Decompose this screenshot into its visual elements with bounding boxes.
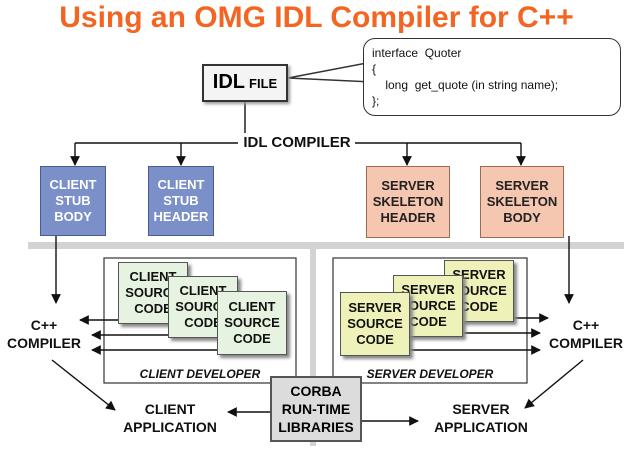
server-developer-label: SERVER DEVELOPER — [366, 367, 494, 381]
server-skeleton-header-box: SERVER SKELETON HEADER — [366, 166, 450, 238]
server-source-line-3: CODE — [356, 332, 394, 347]
server-source-line-1: SERVER — [401, 282, 455, 297]
server-cpp-line-2: COMPILER — [549, 335, 623, 351]
idl-code-callout: interface Quoter { long get_quote (in st… — [363, 38, 621, 116]
divider-band — [28, 242, 624, 249]
client-application-line-1: CLIENT — [144, 401, 196, 417]
client-stub-body-line-3: BODY — [54, 209, 92, 224]
corba-line-3: LIBRARIES — [278, 419, 354, 435]
idl-code-line-2: { — [372, 62, 377, 76]
idl-code-line-1: interface Quoter — [372, 46, 462, 60]
client-application-line-2: APPLICATION — [123, 419, 217, 435]
server-source-code-card: SERVER SOURCE CODE — [444, 260, 514, 322]
server-source-line-1: SERVER — [452, 267, 506, 282]
client-source-code-card: CLIENT SOURCE CODE — [217, 291, 287, 355]
page-title: Using an OMG IDL Compiler for C++ — [59, 1, 574, 34]
server-cpp-line-1: C++ — [572, 317, 600, 333]
client-source-line-3: CODE — [233, 331, 271, 346]
idl-file-main: IDL — [212, 71, 246, 93]
client-developer-label: CLIENT DEVELOPER — [139, 367, 261, 381]
idl-code-line-3: long get_quote (in string name); — [372, 78, 559, 92]
client-stub-header-line-2: STUB — [163, 193, 199, 208]
server-skeleton-body-line-3: BODY — [503, 210, 541, 225]
server-skeleton-header-line-2: SKELETON — [372, 194, 444, 209]
server-source-line-2: SOURCE — [451, 283, 507, 298]
server-source-line-3: CODE — [460, 299, 498, 314]
client-source-line-2: SOURCE — [125, 285, 181, 300]
client-source-line-2: SOURCE — [224, 315, 280, 330]
client-source-line-1: CLIENT — [179, 283, 227, 298]
client-source-line-3: CODE — [134, 301, 172, 316]
idl-code-line-4: }; — [372, 94, 380, 108]
corba-runtime-libraries-box: CORBA RUN-TIME LIBRARIES — [270, 376, 362, 442]
client-source-line-1: CLIENT — [129, 269, 177, 284]
client-cpp-line-2: COMPILER — [7, 335, 81, 351]
arrow-compiler-to-client-app — [51, 359, 116, 411]
server-application-line-2: APPLICATION — [434, 419, 528, 435]
client-cpp-line-1: C++ — [30, 317, 58, 333]
server-developer-frame — [332, 257, 528, 384]
server-skeleton-body-line-1: SERVER — [495, 178, 549, 193]
client-stub-body-line-1: CLIENT — [49, 177, 97, 192]
server-application-line-1: SERVER — [452, 401, 510, 417]
server-skeleton-body-box: SERVER SKELETON BODY — [480, 166, 564, 238]
server-source-line-2: SOURCE — [347, 316, 403, 331]
client-source-line-2: SOURCE — [175, 299, 231, 314]
server-cpp-compiler-label: C++ COMPILER — [542, 316, 630, 352]
divider-vertical — [310, 246, 316, 446]
client-stub-body-box: CLIENT STUB BODY — [40, 166, 106, 236]
client-stub-header-line-3: HEADER — [153, 209, 209, 224]
server-skeleton-header-line-3: HEADER — [380, 210, 436, 225]
server-skeleton-body-line-2: SKELETON — [486, 194, 558, 209]
corba-line-2: RUN-TIME — [281, 401, 351, 417]
idl-compiler-label: IDL COMPILER — [243, 134, 351, 151]
server-source-line-3: CODE — [409, 314, 447, 329]
client-source-line-1: CLIENT — [228, 299, 276, 314]
client-application-label: CLIENT APPLICATION — [112, 400, 228, 436]
idl-file-box: IDL FILE — [202, 64, 288, 102]
client-source-line-3: CODE — [184, 315, 222, 330]
callout-tail — [287, 61, 373, 83]
arrow-compiler-to-server-app — [524, 359, 584, 409]
server-application-label: SERVER APPLICATION — [420, 400, 542, 436]
client-cpp-compiler-label: C++ COMPILER — [0, 316, 88, 352]
client-stub-header-line-1: CLIENT — [157, 177, 205, 192]
client-stub-header-box: CLIENT STUB HEADER — [148, 166, 214, 236]
server-source-line-1: SERVER — [348, 300, 402, 315]
client-stub-body-line-2: STUB — [55, 193, 91, 208]
corba-line-1: CORBA — [290, 383, 342, 399]
server-source-line-2: SOURCE — [400, 298, 456, 313]
server-skeleton-header-line-1: SERVER — [381, 178, 435, 193]
server-source-code-card: SERVER SOURCE CODE — [340, 292, 410, 356]
idl-file-suffix: FILE — [249, 76, 278, 91]
